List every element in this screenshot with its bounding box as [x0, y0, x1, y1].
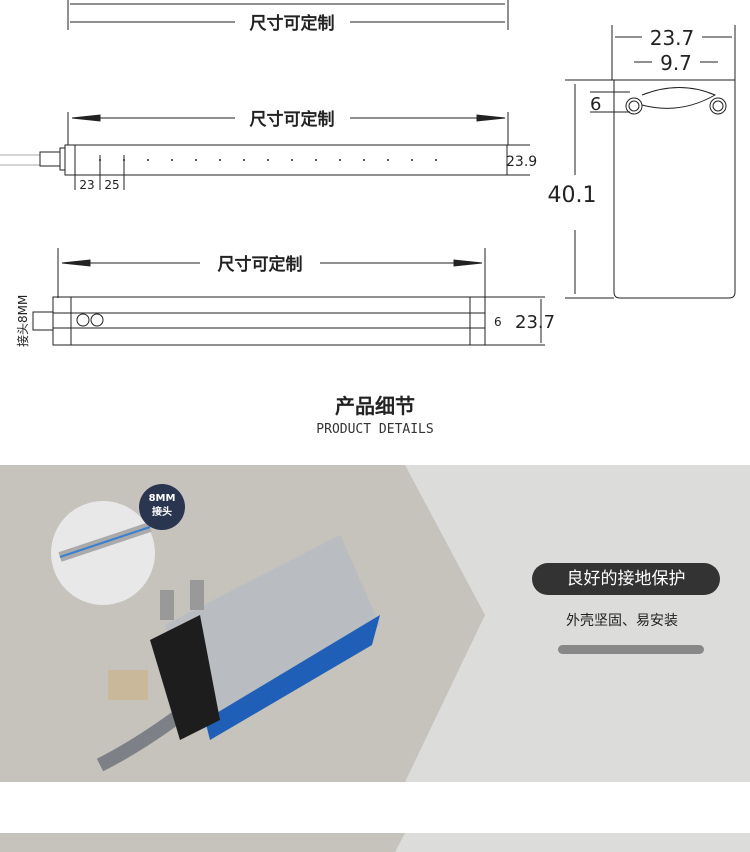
product-closeup [96, 535, 380, 772]
decorative-bar [558, 645, 704, 654]
product-photo-panel [0, 465, 750, 782]
section-title: 产品细节 [335, 394, 415, 418]
height-label: 23.9 [506, 154, 537, 170]
connector-label: 接头8MM [15, 295, 30, 347]
next-section-strip [0, 833, 750, 852]
slot-spacing-label: 9.7 [660, 51, 692, 75]
height-label: 40.1 [548, 183, 597, 208]
dimension-label: 尺寸可定制 [250, 13, 335, 34]
dimension-label: 尺寸可定制 [218, 254, 303, 275]
badge-line: 接头 [152, 507, 172, 518]
height-label: 23.7 [515, 312, 555, 333]
technical-drawings: 尺寸可定制 尺寸可定制 23 25 23.9 尺寸可定制 6 23.7 接头8M… [0, 0, 736, 347]
top-view: 尺寸可定制 6 23.7 接头8MM [15, 248, 555, 347]
slot-label: 6 [590, 94, 601, 115]
end-view: 23.7 9.7 6 40.1 [548, 25, 736, 299]
slot-label: 6 [494, 315, 502, 329]
dimension-label: 尺寸可定制 [250, 109, 335, 130]
top-dimension: 尺寸可定制 [67, 0, 509, 34]
connector-badge: 8MM 接头 [139, 484, 185, 530]
spacing-label: 25 [104, 178, 119, 192]
feature-title: 良好的接地保护 [532, 563, 720, 595]
width-label: 23.7 [650, 26, 695, 50]
section-subtitle: PRODUCT DETAILS [316, 422, 434, 437]
badge-line: 8MM [148, 493, 176, 504]
feature-description: 外壳坚固、易安装 [566, 613, 678, 629]
spacing-label: 23 [79, 178, 94, 192]
front-view: 尺寸可定制 23 25 23.9 [0, 109, 537, 192]
